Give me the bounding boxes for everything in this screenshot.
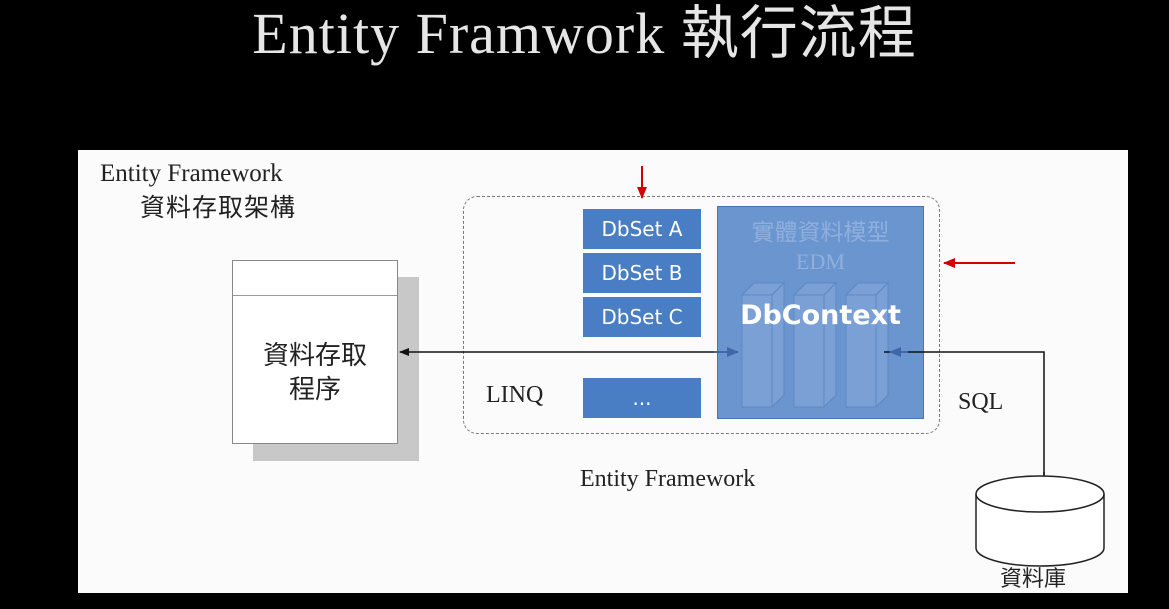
entity-framework-caption: Entity Framework [580, 466, 756, 492]
dbset-c: DbSet C [583, 297, 701, 337]
app-box-header-divider [233, 295, 397, 296]
dbset-ellipsis: ... [583, 378, 701, 418]
dbcontext-label: DbContext [740, 300, 901, 331]
data-access-program-box: 資料存取 程序 [232, 260, 398, 444]
architecture-subtitle: 資料存取架構 [140, 193, 297, 222]
edm-block: 實體資料模型 EDM DbContext [717, 206, 924, 419]
dbset-a: DbSet A [583, 209, 701, 249]
connector-overlay [399, 166, 1105, 567]
linq-label: LINQ [486, 382, 544, 408]
edm-label: 實體資料模型 [751, 220, 890, 246]
edm-sublabel: EDM [796, 249, 845, 274]
architecture-title: Entity Framework [100, 160, 283, 187]
app-label-line2: 程序 [288, 375, 341, 405]
app-label-line1: 資料存取 [262, 341, 367, 371]
entity-framework-container [463, 196, 940, 434]
data-access-program-label: 資料存取 程序 [233, 339, 397, 407]
database-icon [975, 475, 1105, 567]
sql-label: SQL [958, 389, 1004, 415]
diagram-panel: Entity Framework 資料存取架構 資料存取 程序 DbSet A … [78, 150, 1128, 593]
sql-connector-line [884, 351, 1045, 490]
dbset-b: DbSet B [583, 253, 701, 293]
edm-entity-columns [740, 281, 890, 409]
database-label: 資料庫 [1000, 567, 1067, 592]
slide-title: Entity Framwork 執行流程 [252, 1, 917, 66]
